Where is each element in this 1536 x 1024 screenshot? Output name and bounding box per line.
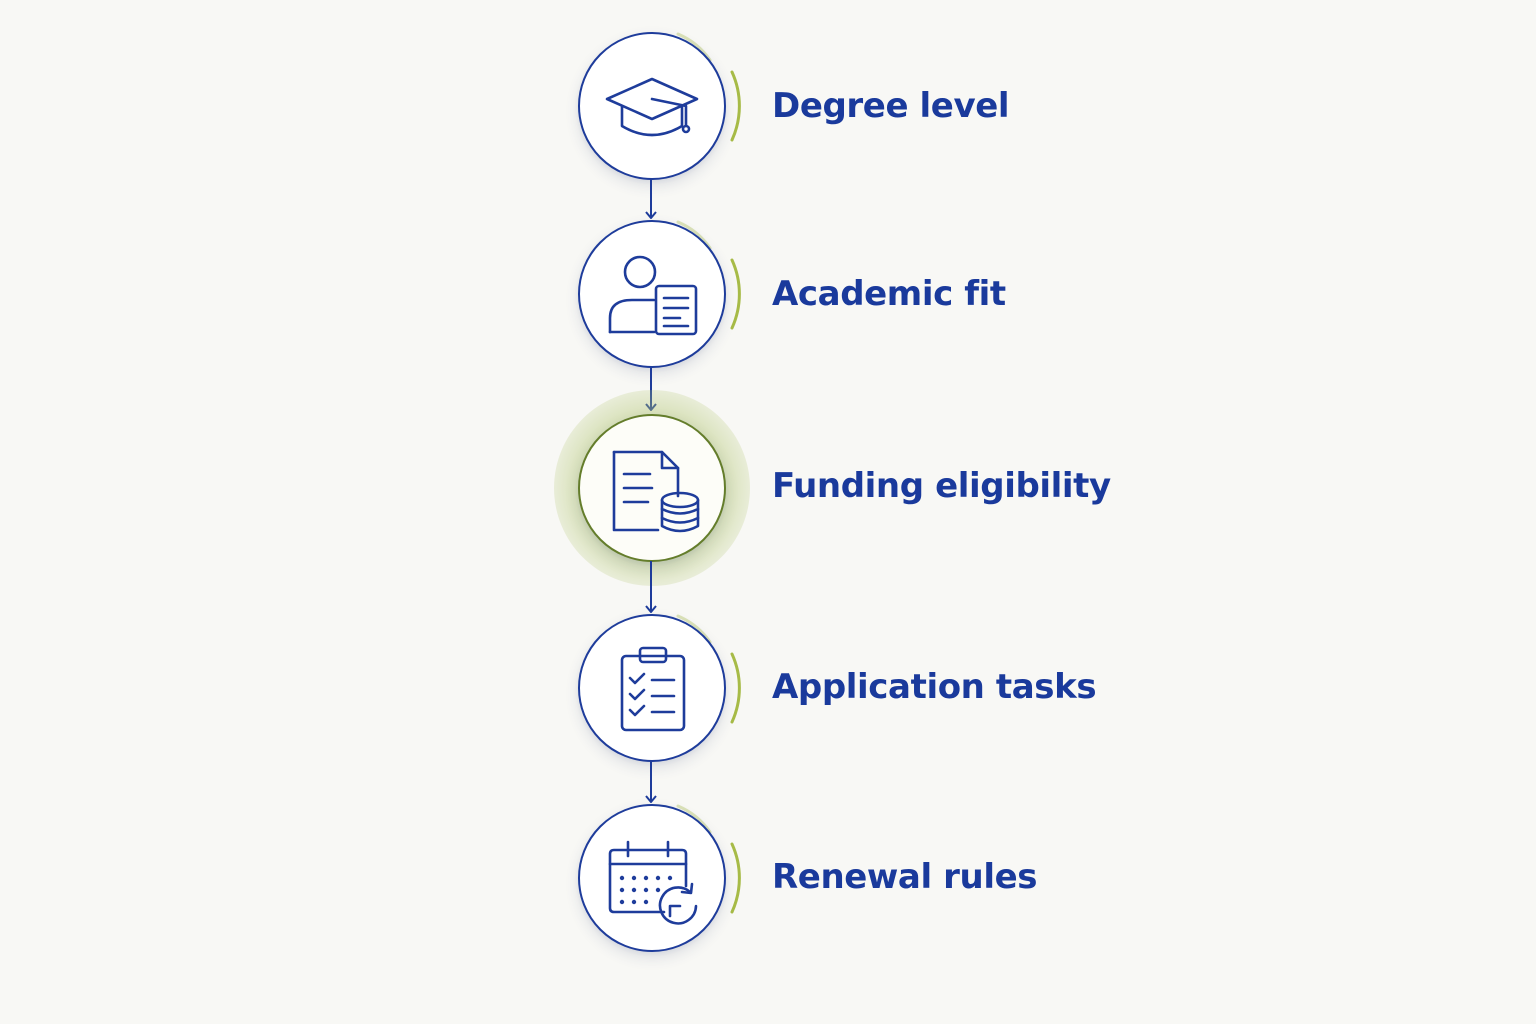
step-label: Academic fit (772, 274, 1006, 314)
step-icon-circle (578, 614, 726, 762)
step-academic-fit (578, 220, 741, 368)
step-icon-circle (578, 220, 726, 368)
step-label: Degree level (772, 86, 1010, 126)
connector-arrow (645, 367, 657, 411)
person-document-icon (608, 255, 698, 336)
step-application-tasks (578, 614, 741, 762)
clipboard-checklist-icon (620, 646, 686, 732)
connector-arrow (645, 179, 657, 219)
document-coins-icon (612, 450, 700, 533)
step-label: Application tasks (772, 667, 1097, 707)
step-icon-circle (578, 804, 726, 952)
step-icon-circle (578, 32, 726, 180)
step-icon-circle (578, 414, 726, 562)
step-renewal-rules (578, 804, 741, 952)
step-degree-level (578, 32, 741, 180)
connector-arrow (645, 561, 657, 613)
step-label: Funding eligibility (772, 466, 1111, 506)
step-label: Renewal rules (772, 857, 1038, 897)
calendar-renew-icon (608, 840, 698, 925)
connector-arrow (645, 761, 657, 803)
graduation-cap-icon (605, 77, 699, 137)
step-funding-eligibility (554, 390, 750, 586)
